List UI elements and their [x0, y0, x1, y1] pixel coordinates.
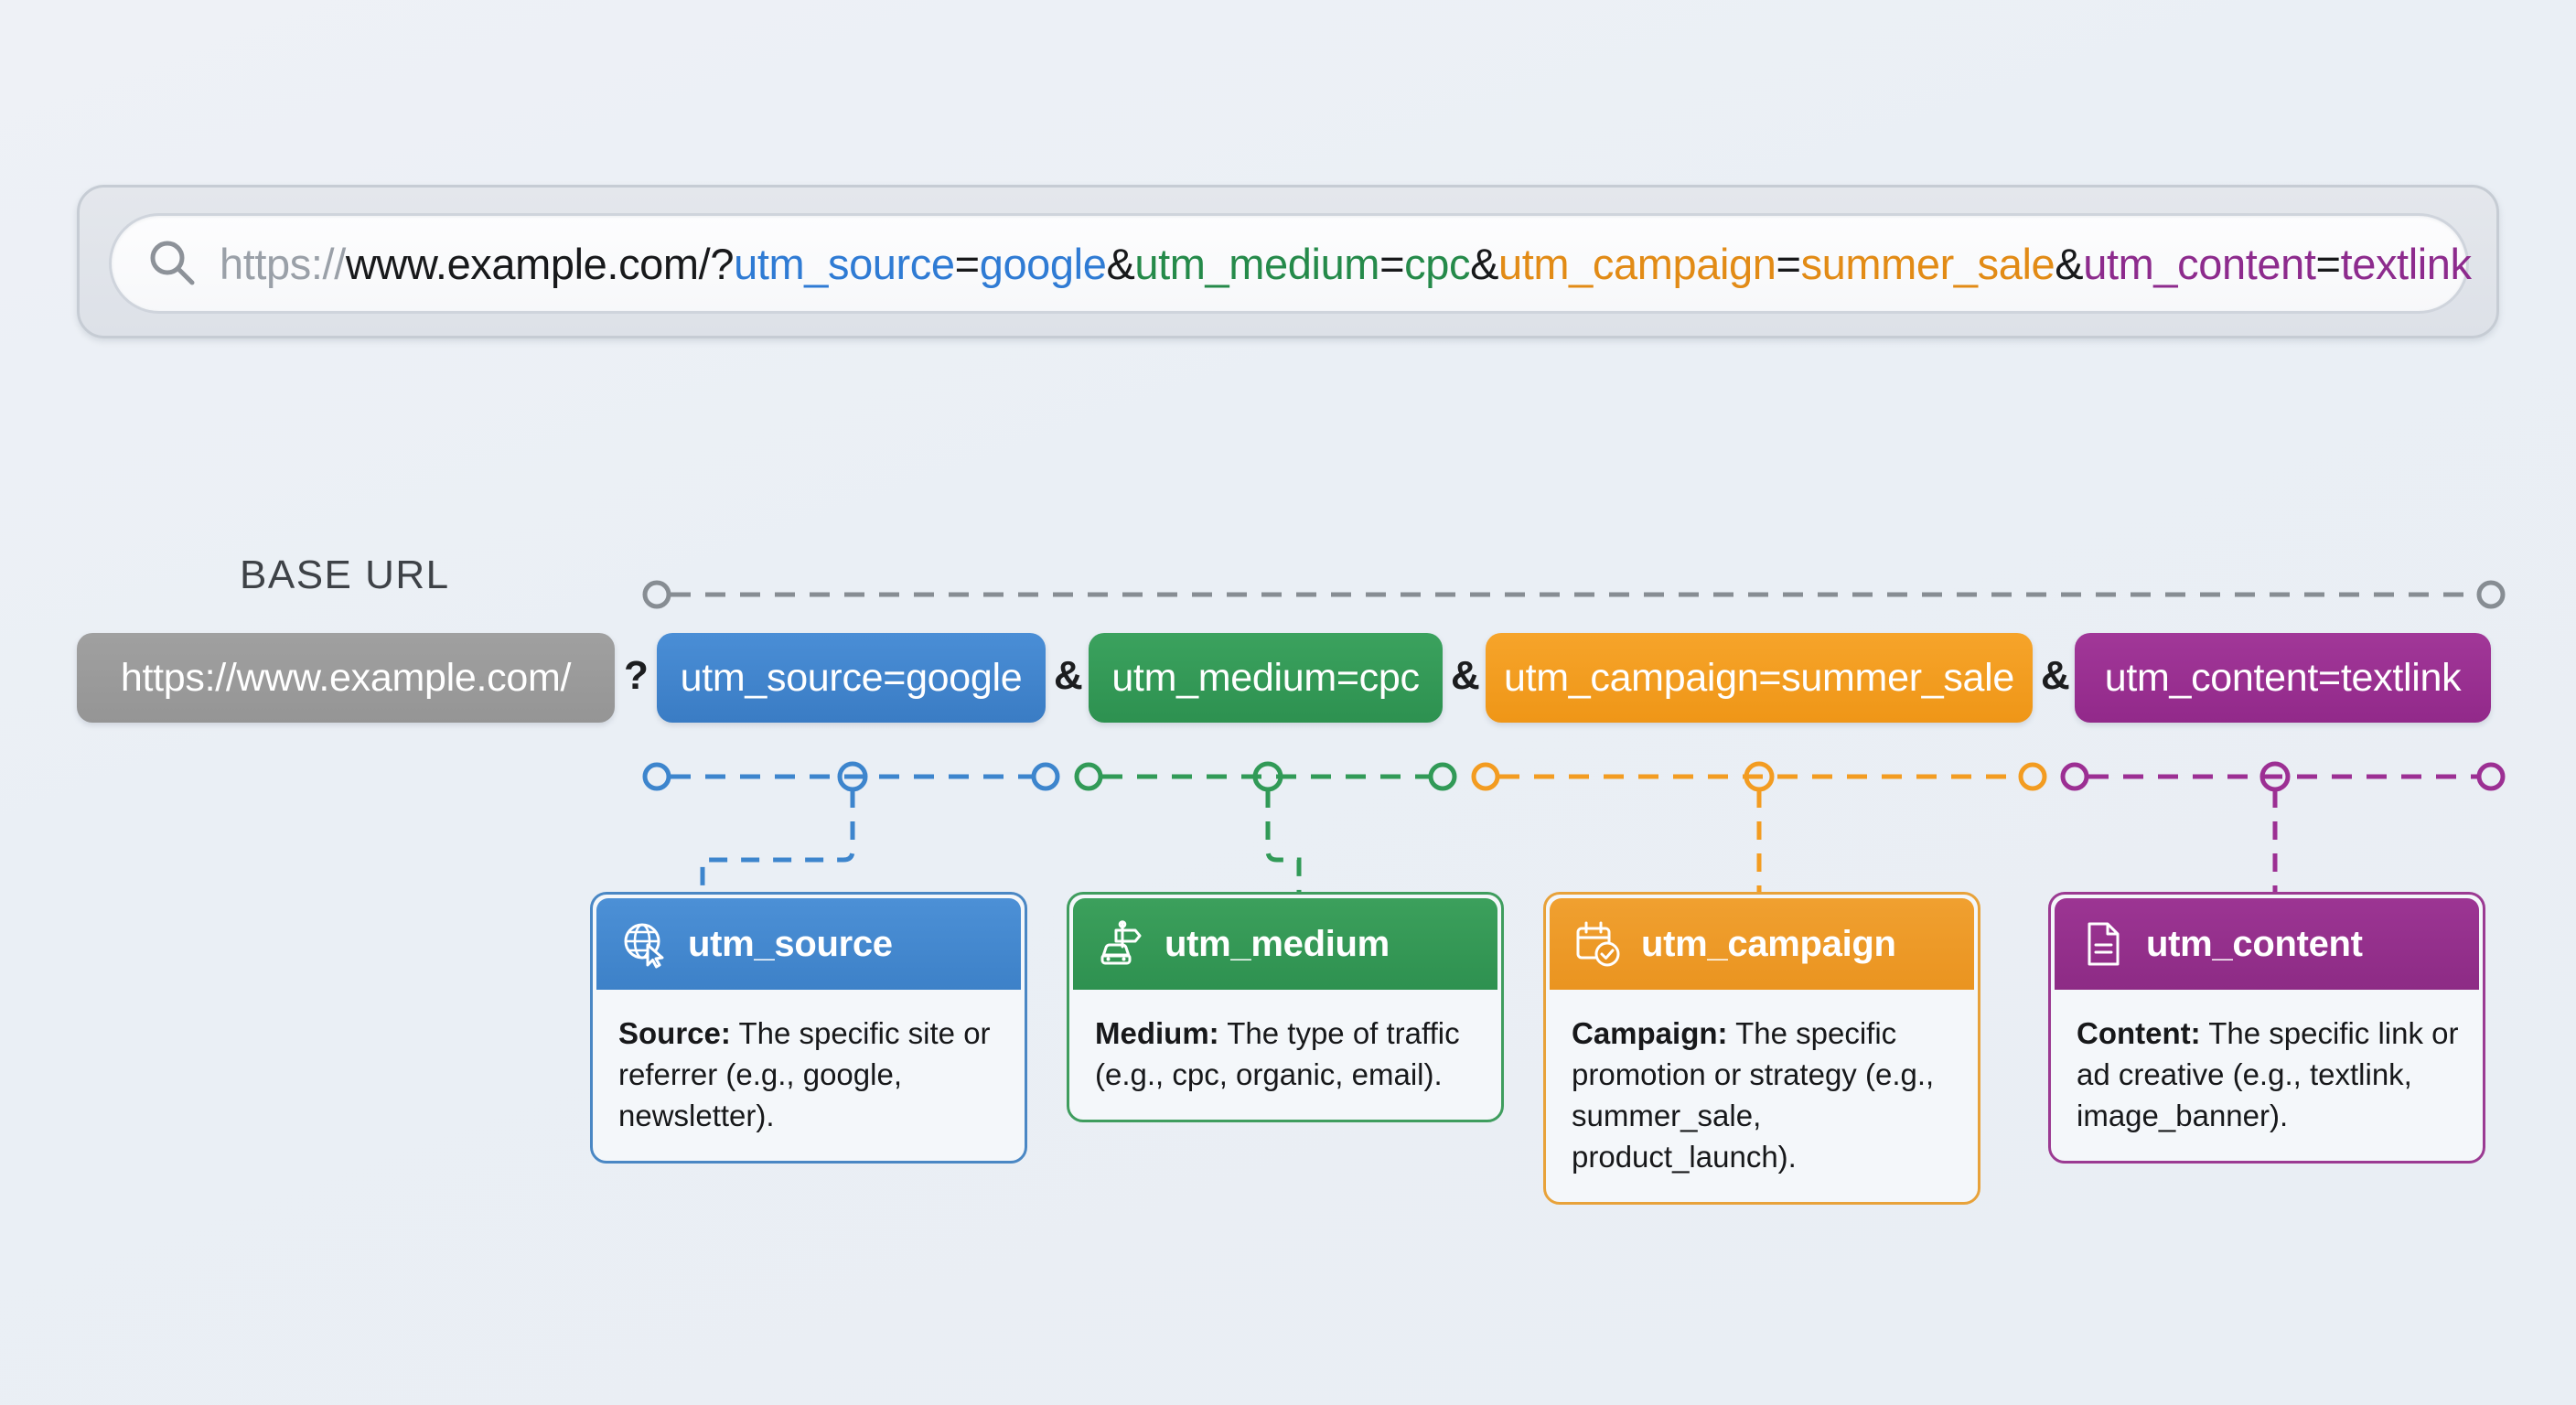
card-utm-medium[interactable]: utm_medium Medium: The type of traffic (…	[1067, 892, 1504, 1122]
card-utm-content-body-bold: Content:	[2077, 1016, 2201, 1050]
url-search-input[interactable]: https://www.example.com/?utm_source=goog…	[109, 213, 2472, 314]
card-utm-source-body-text: The specific site or referrer (e.g., goo…	[618, 1016, 991, 1132]
card-utm-source[interactable]: utm_source Source: The specific site or …	[590, 892, 1027, 1164]
card-utm-medium-body-bold: Medium:	[1095, 1016, 1219, 1050]
utm-campaign-connector	[1471, 761, 2047, 895]
card-utm-source-body-bold: Source:	[618, 1016, 731, 1050]
url-amp-2: &	[1470, 239, 1499, 288]
url-host: www.example.com/	[345, 239, 711, 288]
url-eq-1: =	[954, 239, 980, 288]
card-utm-content-title: utm_content	[2146, 923, 2363, 964]
card-utm-source-body: Source: The specific site or referrer (e…	[593, 990, 1025, 1161]
utm-source-connector	[642, 761, 1060, 895]
card-utm-medium-body: Medium: The type of traffic (e.g., cpc, …	[1069, 990, 1501, 1120]
segment-utm-medium[interactable]: utm_medium=cpc	[1089, 633, 1443, 723]
card-utm-campaign[interactable]: utm_campaign Campaign: The specific prom…	[1543, 892, 1980, 1205]
card-utm-medium-title: utm_medium	[1165, 923, 1390, 964]
segment-base-url-label: https://www.example.com/	[120, 655, 572, 700]
card-utm-campaign-body-bold: Campaign:	[1572, 1016, 1728, 1050]
segment-base-url[interactable]: https://www.example.com/	[77, 633, 615, 723]
url-key-utm-source: utm_source	[734, 239, 955, 288]
base-url-span-connector	[642, 580, 2506, 609]
card-utm-campaign-title: utm_campaign	[1641, 923, 1896, 964]
segment-utm-source-label: utm_source=google	[680, 655, 1023, 700]
url-amp-3: &	[2055, 239, 2084, 288]
url-value-summer-sale: summer_sale	[1800, 239, 2055, 288]
utm-content-connector	[2060, 761, 2506, 895]
url-key-utm-content: utm_content	[2083, 239, 2316, 288]
url-scheme: https://	[220, 239, 346, 288]
card-utm-medium-body-text: The type of traffic (e.g., cpc, organic,…	[1095, 1016, 1460, 1091]
url-eq-4: =	[2315, 239, 2341, 288]
card-utm-content[interactable]: utm_content Content: The specific link o…	[2048, 892, 2485, 1164]
segment-separator-2: &	[1451, 653, 1480, 698]
url-eq-2: =	[1379, 239, 1405, 288]
card-utm-campaign-body: Campaign: The specific promotion or stra…	[1546, 990, 1978, 1202]
segment-utm-content-label: utm_content=textlink	[2104, 655, 2462, 700]
url-question: ?	[710, 239, 735, 288]
segment-utm-source[interactable]: utm_source=google	[657, 633, 1046, 723]
segment-separator-3: &	[2041, 653, 2070, 698]
search-icon	[150, 241, 195, 285]
base-url-label: BASE URL	[240, 552, 450, 597]
search-bar-frame: https://www.example.com/?utm_source=goog…	[77, 185, 2499, 338]
card-utm-content-body: Content: The specific link or ad creativ…	[2051, 990, 2483, 1161]
segment-utm-medium-label: utm_medium=cpc	[1111, 655, 1420, 700]
card-utm-medium-header: utm_medium	[1073, 898, 1497, 990]
segment-utm-content[interactable]: utm_content=textlink	[2075, 633, 2491, 723]
car-signpost-icon	[1100, 920, 1142, 965]
card-utm-content-body-text: The specific link or ad creative (e.g., …	[2077, 1016, 2459, 1132]
card-utm-source-title: utm_source	[688, 923, 893, 964]
segment-utm-campaign[interactable]: utm_campaign=summer_sale	[1486, 633, 2033, 723]
card-utm-source-header: utm_source	[596, 898, 1021, 990]
segment-separator-1: &	[1054, 653, 1083, 698]
url-key-utm-medium: utm_medium	[1134, 239, 1380, 288]
url-eq-3: =	[1776, 239, 1801, 288]
utm-medium-connector	[1074, 761, 1457, 895]
document-lines-icon	[2088, 922, 2120, 966]
card-utm-campaign-body-text: The specific promotion or strategy (e.g.…	[1572, 1016, 1935, 1174]
url-value-cpc: cpc	[1404, 239, 1471, 288]
globe-cursor-icon	[624, 923, 664, 969]
calendar-check-icon	[1576, 921, 1620, 967]
url-value-google: google	[979, 239, 1107, 288]
card-utm-campaign-header: utm_campaign	[1550, 898, 1974, 990]
segment-utm-campaign-label: utm_campaign=summer_sale	[1503, 655, 2015, 700]
url-key-utm-campaign: utm_campaign	[1498, 239, 1776, 288]
url-amp-1: &	[1106, 239, 1135, 288]
url-value-textlink: textlink	[2340, 239, 2472, 288]
segment-question-mark: ?	[624, 653, 649, 698]
url-text: https://www.example.com/?utm_source=goog…	[220, 239, 2472, 289]
card-utm-content-header: utm_content	[2055, 898, 2479, 990]
